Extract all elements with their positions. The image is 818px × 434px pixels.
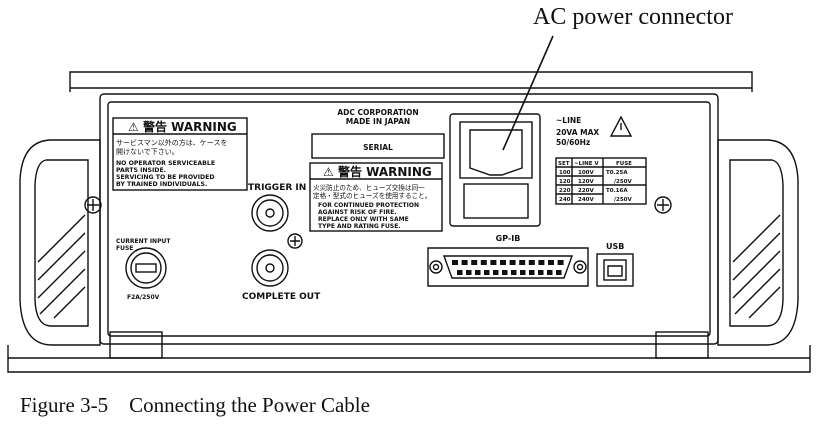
warning-left-jp-2: 開けないで下さい。 (116, 148, 179, 156)
line-label: ~LINE (556, 116, 581, 125)
table-row: 100V (578, 170, 594, 176)
warning-left-heading: ⚠ 警告 WARNING (128, 119, 237, 134)
warning-label-left (112, 117, 248, 191)
warning-center-en-3: REPLACE ONLY WITH SAME (318, 216, 409, 223)
gpib-pin (475, 270, 481, 275)
table-header-fuse: FUSE (616, 161, 632, 167)
rating-line-2: 50/60Hz (556, 138, 590, 147)
warning-center-heading: ⚠ 警告 WARNING (323, 164, 432, 179)
right-screw (654, 196, 672, 214)
gpib-pin (466, 270, 472, 275)
gpib-pin (547, 270, 553, 275)
warning-label-center (309, 162, 443, 232)
table-row: T0.16A (606, 188, 628, 194)
gpib-pin (528, 260, 535, 265)
ground-icon (287, 233, 303, 249)
ac-power-connector (459, 121, 533, 179)
right-handle (717, 139, 799, 346)
manufacturer-line-1: ADC CORPORATION (337, 108, 418, 117)
fuse-rating: F2A/250V (127, 294, 160, 301)
table-header-line-v: ~LINE V (574, 161, 599, 167)
rear-panel (99, 93, 719, 345)
table-row: 220 (559, 188, 571, 194)
gpib-pin (452, 260, 458, 265)
gpib-pin (519, 260, 526, 265)
trigger-in-connector (251, 194, 289, 232)
warning-left-en-3: SERVICING TO BE PROVIDED (116, 174, 215, 181)
left-handle (19, 139, 101, 346)
gpib-pin (520, 270, 526, 275)
fuse-label-2: FUSE (116, 245, 133, 252)
warning-left-jp-1: サービスマン以外の方は、ケースを (116, 138, 227, 147)
gpib-label: GP-IB (496, 234, 521, 243)
caution-triangle-icon (609, 115, 633, 137)
ac-inlet-module (449, 113, 541, 227)
table-row: T0.25A (606, 170, 628, 176)
serial-label: SERIAL (363, 143, 393, 152)
figure-caption: Figure 3-5 Connecting the Power Cable (20, 393, 370, 418)
gpib-pin (493, 270, 499, 275)
gpib-pins-top (452, 260, 564, 265)
complete-out-connector (251, 249, 289, 287)
fuse-label-1: CURRENT INPUT (116, 238, 171, 245)
rating-line-1: 20VA MAX (556, 128, 599, 137)
callout-label: AC power connector (533, 4, 733, 30)
gpib-pin (538, 270, 544, 275)
warning-left-en-1: NO OPERATOR SERVICEABLE (116, 160, 215, 167)
warning-center-en-4: TYPE AND RATING FUSE. (318, 223, 401, 230)
top-cover-outline (69, 71, 753, 92)
warning-center-jp-2: 定格・型式のヒューズを使用すること。 (313, 191, 431, 200)
gpib-pin (509, 260, 516, 265)
gpib-pin (471, 260, 478, 265)
table-row: 100 (559, 170, 571, 176)
warning-left-en-2: PARTS INSIDE. (116, 167, 166, 174)
gpib-pin (500, 260, 506, 265)
table-row: 240V (578, 197, 594, 203)
gpib-pin (556, 270, 562, 275)
left-screw (84, 196, 102, 214)
gpib-pin (461, 260, 468, 265)
table-row: /250V (614, 179, 632, 185)
gpib-pin (502, 270, 508, 275)
current-input-fuse-holder (125, 247, 167, 289)
gpib-pin (548, 260, 554, 265)
gpib-pin (480, 260, 487, 265)
warning-center-jp-1: 火災防止のため、ヒューズ交換は同一 (313, 183, 425, 192)
usb-connector (596, 253, 634, 287)
gpib-pin (484, 270, 490, 275)
gpib-pin (557, 260, 564, 265)
table-row: /250V (614, 197, 632, 203)
serial-plate (311, 133, 445, 159)
trigger-in-label: TRIGGER IN (248, 183, 306, 193)
callout-leader (502, 35, 554, 151)
gpib-pin (490, 260, 497, 265)
table-header-set: SET (558, 161, 570, 167)
warning-center-en-1: FOR CONTINUED PROTECTION (318, 202, 419, 209)
gpib-pin (511, 270, 517, 275)
table-row: 120V (578, 179, 594, 185)
fuse-drawer (463, 183, 529, 219)
complete-out-label: COMPLETE OUT (242, 292, 321, 302)
table-row: 220V (578, 188, 594, 194)
warning-center-en-2: AGAINST RISK OF FIRE. (318, 209, 397, 216)
gpib-connector (427, 247, 589, 287)
warning-left-en-4: BY TRAINED INDIVIDUALS. (116, 181, 207, 188)
figure-title: Connecting the Power Cable (129, 393, 370, 417)
figure-number: Figure 3-5 (20, 393, 109, 417)
gpib-pin (457, 270, 463, 275)
manufacturer-line-2: MADE IN JAPAN (346, 117, 410, 126)
gpib-pin (529, 270, 535, 275)
usb-label: USB (606, 242, 624, 251)
gpib-pin (538, 260, 545, 265)
gpib-pins-bottom (457, 270, 562, 275)
table-row: 240 (559, 197, 571, 203)
table-row: 120 (559, 179, 571, 185)
voltage-selector-table (555, 157, 647, 205)
